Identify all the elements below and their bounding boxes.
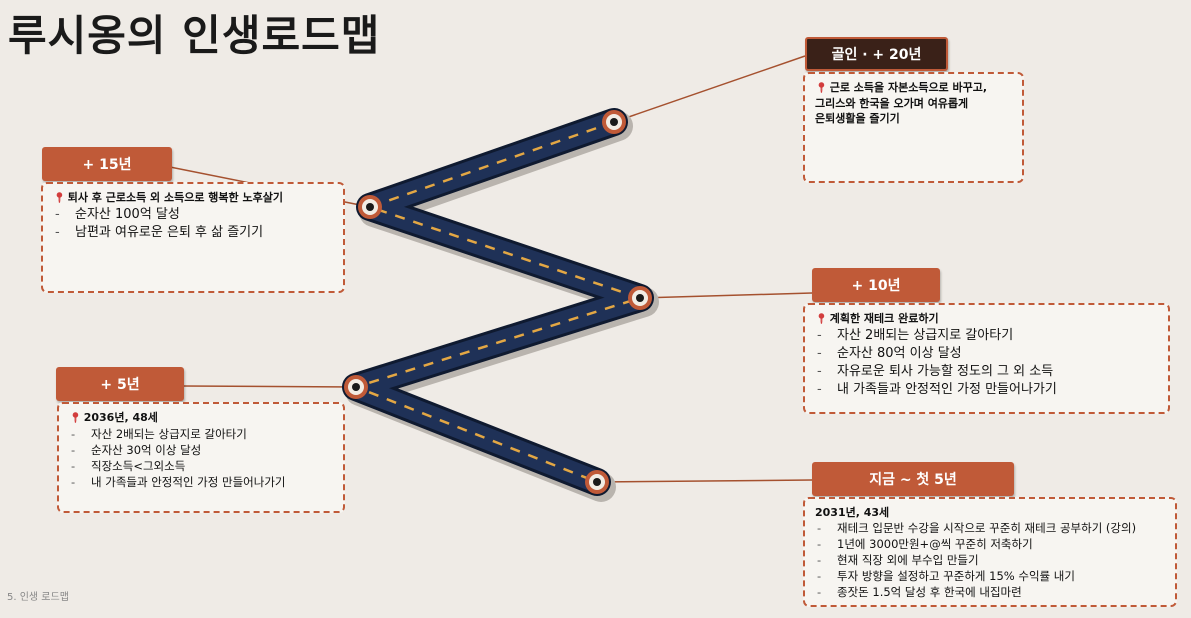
milestone-label-now: 지금 ~ 첫 5년 xyxy=(812,462,1014,496)
milestone-marker-10y xyxy=(628,286,652,310)
list-item: 1년에 3000만원+@씩 꾸준히 저축하기 xyxy=(815,536,1165,552)
pin-icon: 📍︎ xyxy=(815,83,828,94)
milestone-label-15y: + 15년 xyxy=(42,147,172,181)
list-item: 자산 2배되는 상급지로 갈아타기 xyxy=(69,426,333,442)
list-item: 순자산 100억 달성 xyxy=(53,206,333,224)
list-item: 투자 방향을 설정하고 꾸준하게 15% 수익률 내기 xyxy=(815,568,1165,584)
milestone-box-5y: 📍︎2036년, 48세 자산 2배되는 상급지로 갈아타기 순자산 30억 이… xyxy=(57,402,345,513)
connector-5y xyxy=(181,385,357,388)
milestone-box-15y: 📍︎퇴사 후 근로소득 외 소득으로 행복한 노후살기 순자산 100억 달성 … xyxy=(41,182,345,293)
list-item: 자산 2배되는 상급지로 갈아타기 xyxy=(815,327,1158,345)
goal-description: 📍︎근로 소득을 자본소득으로 바꾸고, 그리스와 한국을 오가며 여유롭게 은… xyxy=(815,81,988,125)
list-item: 내 가족들과 안정적인 가정 만들어나가기 xyxy=(69,474,333,490)
milestone-marker-15y xyxy=(358,195,382,219)
connector-now xyxy=(596,479,813,483)
page-title: 루시옹의 인생로드맵 xyxy=(8,11,381,60)
milestone-heading: 📍︎계획한 재테크 완료하기 xyxy=(815,312,939,325)
milestone-heading: 📍︎퇴사 후 근로소득 외 소득으로 행복한 노후살기 xyxy=(53,191,283,204)
pin-icon: 📍︎ xyxy=(815,314,828,325)
pin-icon: 📍︎ xyxy=(53,193,66,204)
milestone-marker-goal xyxy=(602,110,626,134)
milestone-box-now: 2031년, 43세 재테크 입문반 수강을 시작으로 꾸준히 재테크 공부하기… xyxy=(803,497,1177,607)
milestone-heading: 📍︎2036년, 48세 xyxy=(69,411,158,424)
milestone-marker-5y xyxy=(344,375,368,399)
pin-icon: 📍︎ xyxy=(69,413,82,424)
milestone-box-goal: 📍︎근로 소득을 자본소득으로 바꾸고, 그리스와 한국을 오가며 여유롭게 은… xyxy=(803,72,1024,183)
list-item: 내 가족들과 안정적인 가정 만들어나가기 xyxy=(815,381,1158,399)
list-item: 순자산 30억 이상 달성 xyxy=(69,442,333,458)
slide-footer: 5. 인생 로드맵 xyxy=(7,592,69,603)
list-item: 직장소득<그외소득 xyxy=(69,458,333,474)
list-item: 재테크 입문반 수강을 시작으로 꾸준히 재테크 공부하기 (강의) xyxy=(815,520,1165,536)
list-item: 순자산 80억 이상 달성 xyxy=(815,345,1158,363)
milestone-box-10y: 📍︎계획한 재테크 완료하기 자산 2배되는 상급지로 갈아타기 순자산 80억… xyxy=(803,303,1170,414)
list-item: 현재 직장 외에 부수입 만들기 xyxy=(815,552,1165,568)
milestone-label-goal: 골인 · + 20년 xyxy=(805,37,948,71)
road-centerline xyxy=(354,120,642,484)
connector-10y xyxy=(639,292,813,299)
list-item: 종잣돈 1.5억 달성 후 한국에 내집마련 xyxy=(815,584,1165,600)
milestone-label-10y: + 10년 xyxy=(812,268,940,302)
milestone-marker-now xyxy=(585,470,609,494)
milestone-heading: 2031년, 43세 xyxy=(815,506,890,519)
connector-goal xyxy=(613,55,806,123)
milestone-label-5y: + 5년 xyxy=(56,367,184,401)
list-item: 자유로운 퇴사 가능할 정도의 그 외 소득 xyxy=(815,363,1158,381)
list-item: 남편과 여유로운 은퇴 후 삶 즐기기 xyxy=(53,224,333,242)
